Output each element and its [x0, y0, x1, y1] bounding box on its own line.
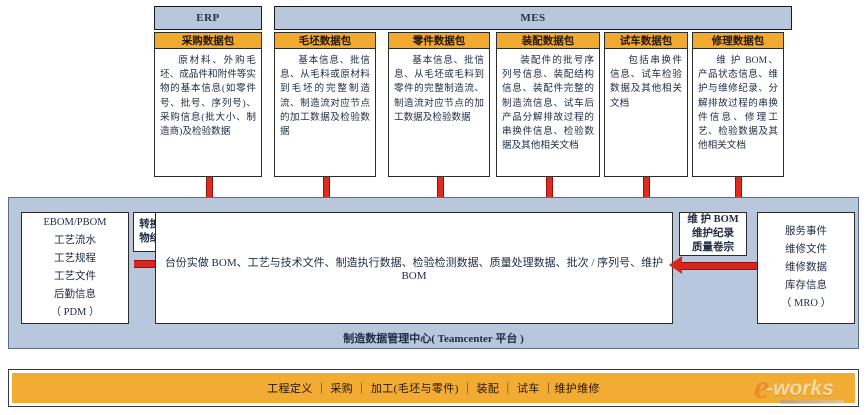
- package-body-repair: 维 护 BOM、产品状态信息、维护与维修纪录、分解排故过程的串换件信息、修理工艺…: [692, 49, 784, 177]
- package-header-repair-label: 修理数据包: [711, 36, 765, 47]
- pdm-line-4: 工艺文件: [54, 271, 96, 282]
- pdm-line-6: （ PDM ）: [50, 307, 100, 319]
- package-header-part-label: 零件数据包: [412, 36, 466, 47]
- package-body-blank: 基本信息、批信息、从毛料或原材料到毛坯的完整制造流、制造流对应节点的加工数据及检…: [274, 49, 376, 177]
- system-header-mes-label: MES: [520, 12, 546, 24]
- system-header-mes: MES: [274, 6, 792, 30]
- package-body-procurement: 原材料、外购毛坯、成品件和附件等实物的基本信息(如零件号、批号、序列号)、采购信…: [154, 49, 262, 177]
- package-header-blank: 毛坯数据包: [274, 32, 376, 49]
- package-header-testrun: 试车数据包: [604, 32, 688, 49]
- pdm-line-1: EBOM/PBOM: [43, 216, 107, 228]
- maint-line-2: 维护纪录: [692, 227, 734, 239]
- package-body-part: 基本信息、批信息、从毛坯或毛料到零件的完整制造流、制造流对应节点的加工数据及检验…: [388, 49, 490, 177]
- mro-line-5: （ MRO ）: [780, 298, 832, 310]
- mro-line-4: 库存信息: [785, 280, 827, 292]
- mro-line-1: 服务事件: [785, 225, 827, 237]
- maint-line-1: 维 护 BOM: [687, 213, 739, 225]
- platform-title: 制造数据管理中心( Teamcenter 平台 ): [343, 333, 524, 345]
- phase-bar-frame: 工程定义 ｜ 采购 ｜ 加工(毛坯与零件) ｜ 装配 ｜ 试车 ｜维护维修 e …: [8, 369, 859, 407]
- maint-line-3: 质量卷宗: [692, 242, 734, 254]
- manufacturing-data-box: 台份实做 BOM、工艺与技术文件、制造执行数据、检验检测数据、质量处理数据、批次…: [155, 212, 673, 324]
- package-header-repair: 修理数据包: [692, 32, 784, 49]
- arrow-left-mro-to-center: [669, 256, 773, 274]
- package-body-assembly: 装配件的批号序列号信息、装配结构信息、装配件完整的制造流信息、试车后产品分解排故…: [496, 49, 600, 177]
- pdm-line-2: 工艺流水: [54, 234, 96, 246]
- mro-source-box: 服务事件 维修文件 维修数据 库存信息 （ MRO ）: [757, 212, 855, 324]
- package-body-testrun: 包括串换件信息、试车检验数据及其他相关文档: [604, 49, 688, 177]
- package-header-assembly-label: 装配数据包: [521, 36, 575, 47]
- manufacturing-data-text: 台份实做 BOM、工艺与技术文件、制造执行数据、检验检测数据、质量处理数据、批次…: [164, 257, 664, 282]
- platform-panel: EBOM/PBOM 工艺流水 工艺规程 工艺文件 后勤信息 （ PDM ） 转换…: [8, 197, 859, 349]
- system-header-erp: ERP: [154, 6, 262, 30]
- mro-line-3: 维修数据: [785, 261, 827, 273]
- package-header-assembly: 装配数据包: [496, 32, 600, 49]
- package-header-part: 零件数据包: [388, 32, 490, 49]
- mro-line-2: 维修文件: [785, 243, 827, 255]
- pdm-source-box: EBOM/PBOM 工艺流水 工艺规程 工艺文件 后勤信息 （ PDM ）: [21, 212, 129, 324]
- pdm-line-5: 后勤信息: [54, 289, 96, 301]
- package-header-procurement-label: 采购数据包: [181, 36, 235, 47]
- phase-bar: 工程定义 ｜ 采购 ｜ 加工(毛坯与零件) ｜ 装配 ｜ 试车 ｜维护维修: [12, 373, 855, 403]
- maintenance-bom-box: 维 护 BOM 维护纪录 质量卷宗: [679, 212, 747, 256]
- system-header-erp-label: ERP: [196, 12, 220, 24]
- package-header-procurement: 采购数据包: [154, 32, 262, 49]
- pdm-line-3: 工艺规程: [54, 252, 96, 264]
- phase-bar-text: 工程定义 ｜ 采购 ｜ 加工(毛坯与零件) ｜ 装配 ｜ 试车 ｜维护维修: [267, 383, 600, 395]
- package-header-testrun-label: 试车数据包: [619, 36, 673, 47]
- package-header-blank-label: 毛坯数据包: [298, 36, 352, 47]
